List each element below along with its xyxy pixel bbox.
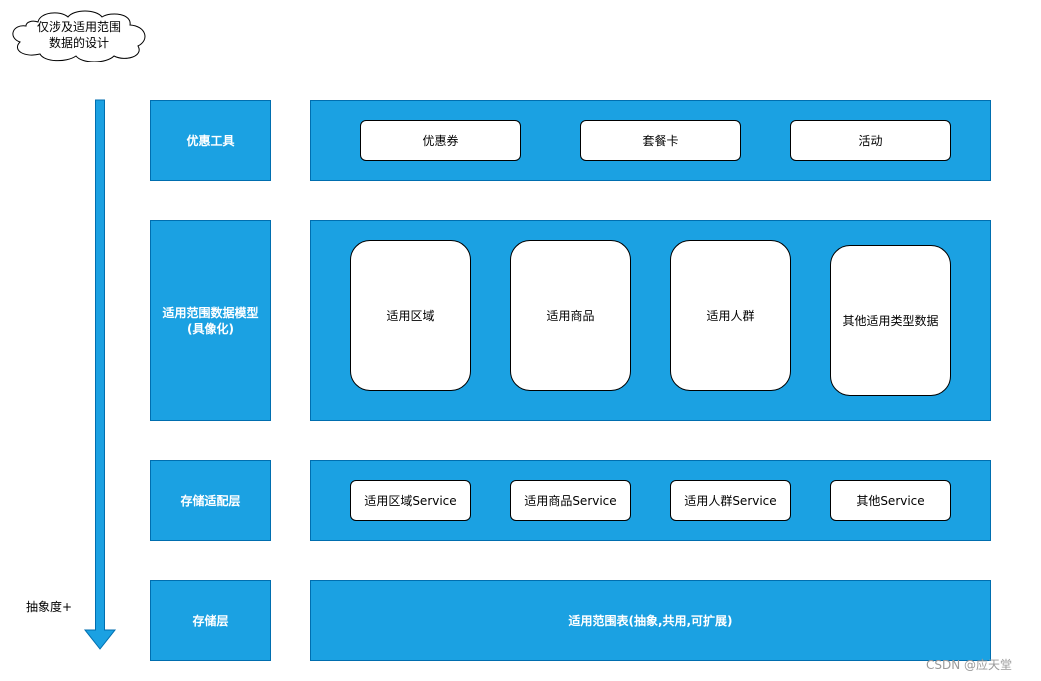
item-scope-product-text: 适用商品: [546, 309, 595, 323]
item-scope-region: 适用区域: [350, 240, 471, 391]
item-product-service: 适用商品Service: [510, 480, 631, 521]
item-scope-audience: 适用人群: [670, 240, 791, 391]
label-storage-adapter-text: 存储适配层: [180, 493, 241, 508]
cloud-shape: [12, 10, 146, 62]
item-package-card-text: 套餐卡: [642, 134, 679, 148]
watermark: CSDN @应天堂: [926, 658, 1013, 672]
storage-table-text: 适用范围表(抽象,共用,可扩展): [568, 614, 733, 628]
item-coupon: 优惠券: [360, 120, 521, 161]
item-region-service: 适用区域Service: [350, 480, 471, 521]
item-activity: 活动: [790, 120, 951, 161]
label-promo-tools-text: 优惠工具: [186, 133, 235, 148]
label-scope-model: 适用范围数据模型 (具像化): [150, 220, 271, 421]
abstraction-label: 抽象度+: [26, 600, 73, 614]
item-activity-text: 活动: [858, 134, 883, 148]
layer-storage: 适用范围表(抽象,共用,可扩展): [310, 580, 991, 661]
item-scope-other-text: 其他适用类型数据: [842, 314, 939, 328]
note-line-1: 仅涉及适用范围: [36, 20, 121, 34]
abstraction-arrow: [82, 99, 120, 652]
item-product-service-text: 适用商品Service: [524, 494, 617, 508]
label-scope-model-line2: (具像化): [187, 321, 234, 336]
label-storage-text: 存储层: [192, 613, 229, 628]
note-cloud: 仅涉及适用范围 数据的设计: [8, 8, 150, 62]
item-scope-region-text: 适用区域: [386, 309, 435, 323]
item-package-card: 套餐卡: [580, 120, 741, 161]
item-audience-service-text: 适用人群Service: [684, 494, 777, 508]
label-scope-model-line1: 适用范围数据模型: [162, 305, 259, 320]
item-scope-other: 其他适用类型数据: [830, 245, 951, 396]
item-coupon-text: 优惠券: [422, 134, 459, 148]
label-storage: 存储层: [150, 580, 271, 661]
item-audience-service: 适用人群Service: [670, 480, 791, 521]
item-region-service-text: 适用区域Service: [364, 494, 457, 508]
label-storage-adapter: 存储适配层: [150, 460, 271, 541]
item-other-service: 其他Service: [830, 480, 951, 521]
item-scope-product: 适用商品: [510, 240, 631, 391]
item-other-service-text: 其他Service: [856, 494, 925, 508]
label-promo-tools: 优惠工具: [150, 100, 271, 181]
item-scope-audience-text: 适用人群: [706, 309, 755, 323]
note-line-2: 数据的设计: [48, 36, 109, 50]
